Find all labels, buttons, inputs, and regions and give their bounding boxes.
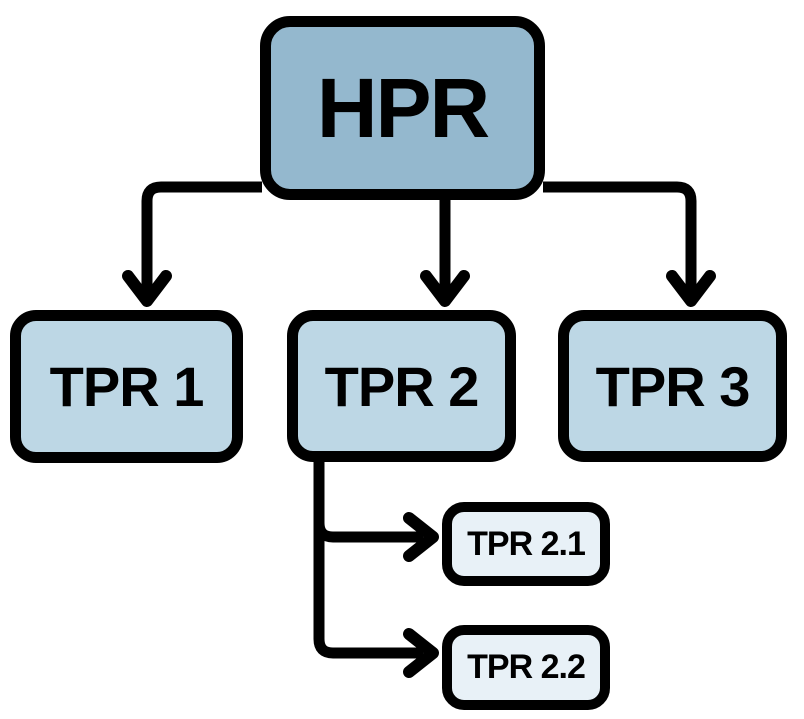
arrowhead-down-icon xyxy=(420,270,470,307)
node-tpr-3: TPR 3 xyxy=(558,310,787,462)
arrowhead-down-icon xyxy=(666,270,716,307)
arrowhead-right-icon xyxy=(403,512,439,562)
node-tpr-2-2: TPR 2.2 xyxy=(442,625,610,710)
node-hpr: HPR xyxy=(260,16,545,200)
arrowhead-right-icon xyxy=(403,628,439,678)
node-tpr-2: TPR 2 xyxy=(287,310,516,462)
node-tpr-2-1: TPR 2.1 xyxy=(442,502,610,586)
connector-hpr-tpr1 xyxy=(122,181,262,307)
connector-tpr2-tpr21 xyxy=(313,512,439,562)
node-tpr-1: TPR 1 xyxy=(10,310,243,463)
connector-hpr-tpr3 xyxy=(543,181,716,307)
connector-tpr2-tpr22 xyxy=(313,455,439,678)
arrowhead-down-icon xyxy=(122,270,172,307)
connector-hpr-tpr2 xyxy=(420,197,470,307)
